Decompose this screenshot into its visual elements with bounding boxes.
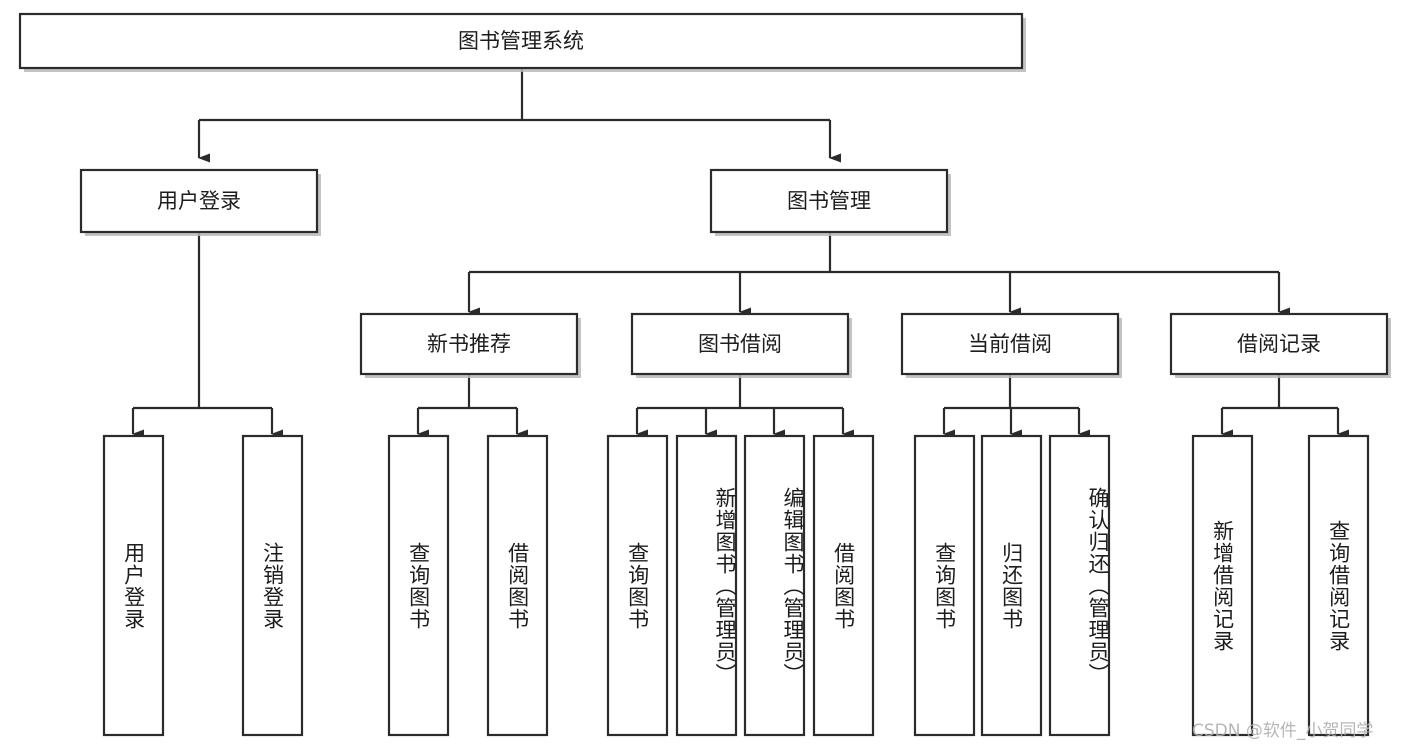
user-login-node-box[interactable] bbox=[79, 168, 319, 234]
book-borrow-node-box[interactable] bbox=[630, 312, 850, 376]
leaf-borrow-book-2-box[interactable] bbox=[812, 434, 875, 737]
leaf-query-record-box[interactable] bbox=[1307, 434, 1370, 737]
node-layer: 图书管理系统 用户登录 图书管理 新书推荐 图书借阅 当前借阅 借阅记录 bbox=[18, 12, 1391, 737]
current-borrow-node-box[interactable] bbox=[900, 312, 1120, 376]
new-book-rec-node-box[interactable] bbox=[359, 312, 579, 376]
leaf-return-book-box[interactable] bbox=[980, 434, 1043, 737]
borrow-record-node-label: 借阅记录 bbox=[1237, 332, 1321, 356]
leaf-confirm-return-box[interactable] bbox=[1048, 434, 1111, 737]
leaf-user-login-box[interactable] bbox=[102, 434, 165, 737]
leaf-query-book-1-box[interactable] bbox=[387, 434, 450, 737]
borrow-record-node-box[interactable] bbox=[1169, 312, 1389, 376]
book-manage-node-label: 图书管理 bbox=[787, 189, 871, 213]
csdn-watermark: CSDN @软件_小贺同学 bbox=[1192, 721, 1374, 741]
current-borrow-node-label: 当前借阅 bbox=[968, 332, 1052, 356]
new-book-rec-node-label: 新书推荐 bbox=[427, 332, 511, 356]
leaf-edit-book-box[interactable] bbox=[743, 434, 806, 737]
leaf-add-book-box[interactable] bbox=[675, 434, 738, 737]
connector-layer bbox=[131, 68, 1349, 439]
user-login-node-label: 用户登录 bbox=[157, 189, 241, 213]
root-node-box[interactable] bbox=[18, 12, 1024, 70]
leaf-query-book-2-box[interactable] bbox=[606, 434, 669, 737]
book-borrow-node-label: 图书借阅 bbox=[698, 332, 782, 356]
leaf-add-record-box[interactable] bbox=[1191, 434, 1254, 737]
book-manage-node-box[interactable] bbox=[709, 168, 949, 234]
leaf-borrow-book-1-box[interactable] bbox=[486, 434, 549, 737]
leaf-query-book-3-box[interactable] bbox=[913, 434, 976, 737]
leaf-logout-box[interactable] bbox=[241, 434, 304, 737]
root-node-label: 图书管理系统 bbox=[458, 29, 584, 53]
